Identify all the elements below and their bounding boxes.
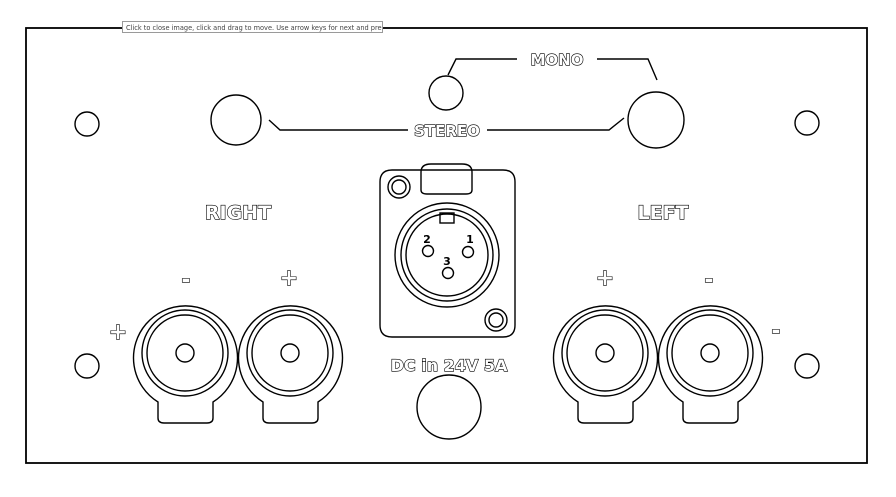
speaker-terminal-left-1 — [552, 305, 659, 424]
stereo-bracket-line-left — [268, 119, 408, 131]
terminal-ring-outer — [141, 309, 229, 397]
terminal-ring-inner — [566, 314, 644, 392]
terminal-ring-outer — [246, 309, 334, 397]
terminal-housing — [132, 305, 239, 424]
xlr-pin-1-label: 1 — [466, 233, 474, 246]
terminal-housing — [657, 305, 764, 424]
xlr-screw-top-inner — [391, 179, 407, 195]
xlr-latch — [420, 163, 473, 195]
speaker-terminal-right-1 — [132, 305, 239, 424]
left-side-minus-mark: - — [771, 319, 780, 344]
panel-outline — [25, 27, 868, 464]
speaker-terminal-left-2 — [657, 305, 764, 424]
terminal-ring-inner — [251, 314, 329, 392]
right-side-plus-mark: + — [109, 320, 127, 345]
xlr-screw-top — [387, 175, 411, 199]
right-plus-mark: + — [280, 266, 298, 291]
terminal-ring-inner — [146, 314, 224, 392]
terminal-post — [280, 343, 300, 363]
mono-bracket-line-left — [447, 58, 517, 76]
right-minus-mark: - — [181, 268, 190, 293]
stereo-jack-right — [210, 94, 262, 146]
power-jack-bottom — [416, 374, 482, 440]
xlr-power-connector: 2 1 3 — [379, 163, 516, 338]
terminal-post — [595, 343, 615, 363]
speaker-terminal-right-2 — [237, 305, 344, 424]
left-minus-mark: - — [704, 268, 713, 293]
stereo-mono-jack-left — [627, 91, 685, 149]
xlr-ring-outer — [394, 202, 500, 308]
terminal-ring-outer — [561, 309, 649, 397]
mounting-hole-top-left — [74, 111, 100, 137]
stereo-label: STEREO — [414, 122, 480, 140]
mono-bracket-line-right — [597, 58, 658, 81]
xlr-pin-2 — [421, 244, 435, 258]
mono-jack — [428, 75, 464, 111]
viewer-tooltip: Click to close image, click and drag to … — [122, 21, 383, 33]
xlr-housing — [379, 169, 516, 338]
xlr-key-notch — [439, 212, 455, 224]
terminal-housing — [552, 305, 659, 424]
xlr-pin-1 — [461, 245, 475, 259]
xlr-pin-3-label: 3 — [443, 255, 451, 268]
xlr-pin-3 — [441, 266, 455, 280]
right-label: RIGHT — [205, 202, 271, 224]
xlr-ring-inner — [405, 213, 489, 297]
mounting-hole-bottom-right — [794, 353, 820, 379]
xlr-screw-bottom — [484, 308, 508, 332]
mounting-hole-top-right — [794, 110, 820, 136]
terminal-housing — [237, 305, 344, 424]
terminal-post — [175, 343, 195, 363]
terminal-ring-inner — [671, 314, 749, 392]
terminal-ring-outer — [666, 309, 754, 397]
terminal-post — [700, 343, 720, 363]
left-label: LEFT — [637, 202, 688, 224]
xlr-ring-mid — [400, 208, 494, 302]
stereo-bracket-line-right — [487, 117, 625, 131]
power-label: DC in 24V 5A — [391, 356, 508, 375]
left-plus-mark: + — [596, 266, 614, 291]
mono-label: MONO — [531, 51, 584, 69]
xlr-pin-2-label: 2 — [423, 233, 431, 246]
xlr-screw-bottom-inner — [488, 312, 504, 328]
mounting-hole-bottom-left — [74, 353, 100, 379]
